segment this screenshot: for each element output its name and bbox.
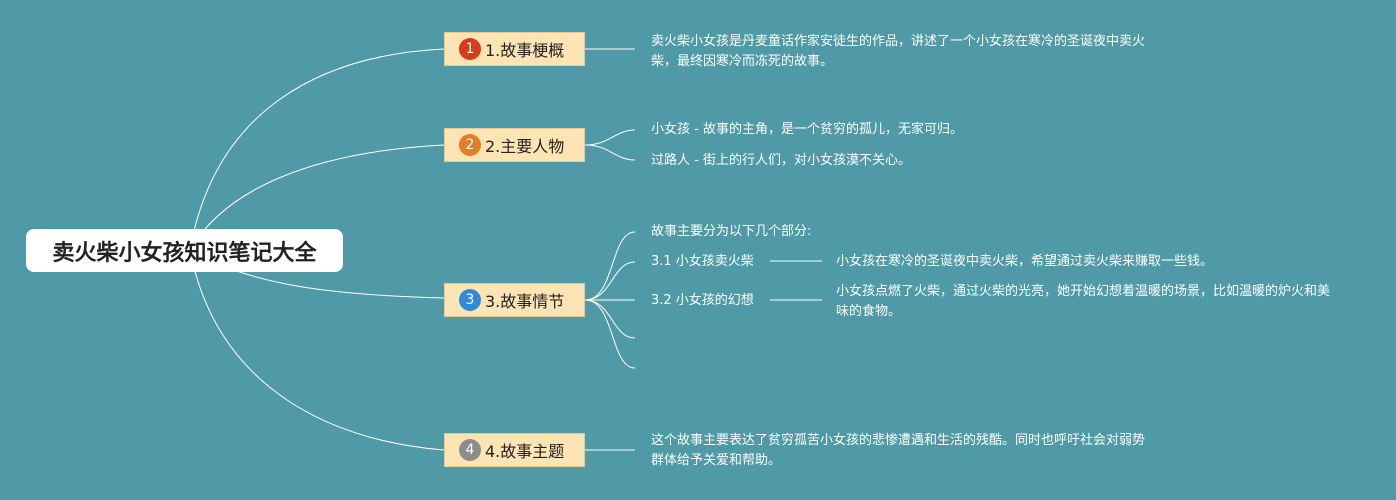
topic-label: 4.故事主题 <box>485 442 565 461</box>
root-to-topic-1-line <box>189 48 445 251</box>
topic-4-detail: 这个故事主要表达了贫穷孤苦小女孩的悲惨遭遇和生活的残酷。同时也呼吁社会对弱势群体… <box>651 433 1146 468</box>
topic-3-intro: 故事主要分为以下几个部分: <box>651 224 812 239</box>
topic-3-part-1-line <box>584 261 636 301</box>
topic-label: 2.主要人物 <box>485 137 565 156</box>
topic-3-empty-1-line <box>584 299 636 339</box>
topic-2-detail-1-line <box>584 129 636 146</box>
root-node[interactable]: 卖火柴小女孩知识笔记大全 <box>26 229 343 272</box>
number-2-icon: 2 <box>459 134 481 156</box>
topic-label: 1.故事梗概 <box>485 41 565 60</box>
number-1-icon: 1 <box>459 38 481 60</box>
topic-node-1[interactable]: 1 1.故事梗概 <box>444 32 585 66</box>
topic-3-part-1-text: 小女孩在寒冷的圣诞夜中卖火柴，希望通过卖火柴来赚取一些钱。 <box>836 254 1214 269</box>
root-to-topic-4-line <box>189 249 445 451</box>
topic-3-part-1-label: 3.1 小女孩卖火柴 <box>651 254 754 269</box>
root-title: 卖火柴小女孩知识笔记大全 <box>52 240 317 266</box>
number-3-icon: 3 <box>459 289 481 311</box>
topic-2-detail-2-line <box>584 144 636 161</box>
number-4-icon: 4 <box>459 439 481 461</box>
topic-3-empty-2-line <box>584 299 636 369</box>
topic-2-detail-2: 过路人 - 街上的行人们，对小女孩漠不关心。 <box>651 153 911 168</box>
topic-3-intro-line <box>584 231 636 301</box>
topic-node-4[interactable]: 4 4.故事主题 <box>444 433 585 467</box>
topic-node-3[interactable]: 3 3.故事情节 <box>444 283 585 317</box>
topic-3-part-2-label: 3.2 小女孩的幻想 <box>651 293 754 308</box>
topic-1-detail: 卖火柴小女孩是丹麦童话作家安徒生的作品，讲述了一个小女孩在寒冷的圣诞夜中卖火柴，… <box>651 34 1146 69</box>
topic-node-2[interactable]: 2 2.主要人物 <box>444 128 585 162</box>
topic-3-part-2-text: 小女孩点燃了火柴，通过火柴的光亮，她开始幻想着温暖的场景，比如温暖的炉火和美味的… <box>836 284 1331 319</box>
topic-2-detail-1: 小女孩 - 故事的主角，是一个贫穷的孤儿，无家可归。 <box>651 122 963 137</box>
topic-label: 3.故事情节 <box>485 292 565 311</box>
